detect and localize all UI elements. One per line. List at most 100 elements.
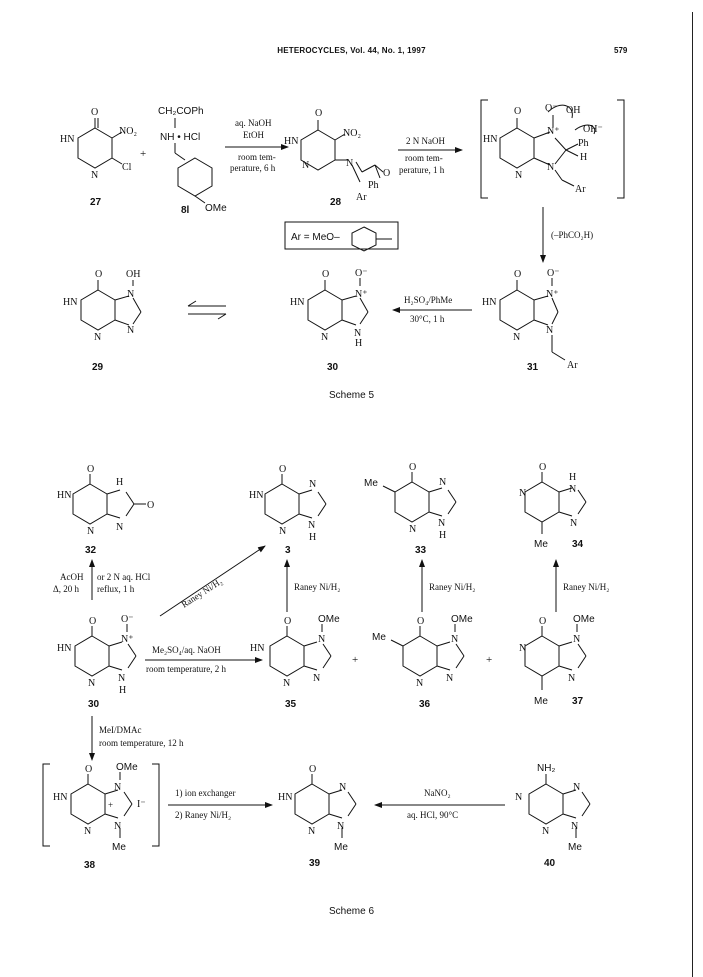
compound-34-number: 34 — [572, 539, 584, 550]
int-ring-n-label: N — [515, 170, 522, 181]
c38-iodide-label: I⁻ — [137, 799, 146, 810]
c37-oxo-label: O — [539, 616, 546, 627]
c33-h-label: H — [439, 530, 446, 541]
int-ph-label: Ph — [578, 138, 589, 149]
c28-ar-label: Ar — [356, 192, 367, 203]
journal-title: HETEROCYCLES, Vol. 44, No. 1, 1997 — [277, 46, 426, 55]
compound-39-number: 39 — [309, 858, 321, 869]
nano2-line1: NaNO₂ — [424, 788, 451, 798]
compound-30-number: 30 — [327, 362, 339, 373]
compound-3-structure — [264, 474, 327, 525]
arrow2-reagent-line2: room tem- — [405, 153, 443, 163]
c3-lower-n-label: N — [308, 520, 315, 531]
c36-n-label: N — [451, 634, 458, 645]
c37-upper-n-label: N — [519, 643, 526, 654]
scheme-5-caption: Scheme 5 — [328, 390, 375, 401]
c31-ring-n-label: N — [513, 332, 520, 343]
c30-o-minus-label: O⁻ — [355, 268, 368, 279]
c30s6-n-plus-label: N⁺ — [121, 634, 134, 645]
c37-ome-label: OMe — [573, 614, 595, 625]
me2so4-line2: room temperature, 2 h — [146, 664, 226, 674]
c39-n-label: N — [339, 782, 346, 793]
c30s6-hn-label: HN — [57, 643, 71, 654]
c30-oxo-label: O — [322, 269, 329, 280]
hcl-line1: or 2 N aq. HCl — [97, 572, 151, 582]
arrow1-reagent-line2: EtOH — [243, 130, 264, 140]
int-hn-label: HN — [483, 134, 497, 145]
c31-oxo-label: O — [514, 269, 521, 280]
c28-oxo-label: O — [315, 108, 322, 119]
c8l-nh-hcl-label: NH • HCl — [160, 132, 200, 143]
c38-lower-n-label: N — [114, 821, 121, 832]
c32-ring-n-label: N — [87, 526, 94, 537]
c8l-ch2coph-label: CH₂COPh — [158, 106, 204, 117]
c28-ketone-o-label: O — [383, 168, 390, 179]
c38-me-label: Me — [112, 842, 126, 853]
c35-ome-label: OMe — [318, 614, 340, 625]
intermediate-bracket — [480, 99, 625, 199]
c31-o-minus-label: O⁻ — [547, 268, 560, 279]
c34-oxo-label: O — [539, 462, 546, 473]
c3-h-label: H — [309, 532, 316, 543]
c38-n-label: N — [114, 782, 121, 793]
arrow2-reagent-line1: 2 N NaOH — [406, 136, 445, 146]
c35-oxo-label: O — [284, 616, 291, 627]
int-oh-minus-label: OH⁻ — [583, 124, 603, 135]
arrow4-reagent-line1: H₂SO₄/PhMe — [404, 295, 452, 305]
c27-nitro-label: NO₂ — [119, 126, 137, 137]
c30s6-o-minus-label: O⁻ — [121, 614, 134, 625]
compound-40-structure — [528, 774, 591, 838]
c32-hn-label: HN — [57, 490, 71, 501]
equilibrium-arrows — [187, 300, 227, 320]
compound-31-structure — [499, 278, 566, 361]
c33-oxo-label: O — [409, 462, 416, 473]
arrow1-reagent-line1: aq. NaOH — [235, 118, 272, 128]
c33-lower-n-label: N — [438, 518, 445, 529]
compound-33-structure — [382, 472, 457, 523]
page-number: 579 — [614, 46, 628, 55]
c40-me-label: Me — [568, 842, 582, 853]
c3-hn-label: HN — [249, 490, 263, 501]
c30-n-plus-label: N⁺ — [355, 289, 368, 300]
c38-hn-label: HN — [53, 792, 67, 803]
c40-n-label: N — [573, 782, 580, 793]
c27-n-label: N — [91, 170, 98, 181]
compound-27-structure — [77, 118, 123, 169]
compound-40-number: 40 — [544, 858, 556, 869]
c28-hn-label: HN — [284, 136, 298, 147]
compound-38-number: 38 — [84, 860, 96, 871]
c29-n-label: N — [127, 289, 134, 300]
raney-label-36: Raney Ni/H₂ — [429, 582, 475, 592]
compound-27-number: 27 — [90, 197, 102, 208]
c8l-ome-label: OMe — [205, 203, 227, 214]
diagonal-raney-label: Raney Ni/H₂ — [180, 576, 224, 610]
int-o-minus-label: O⁻ — [545, 103, 558, 114]
compound-35-structure — [269, 624, 332, 677]
c27-hn-label: HN — [60, 134, 74, 145]
c36-ring-n-label: N — [416, 678, 423, 689]
int-ar-label: Ar — [575, 184, 586, 195]
page-edge-rule — [692, 12, 693, 977]
c32-carbonyl-o-label: O — [147, 500, 154, 511]
scheme-6-caption: Scheme 6 — [328, 906, 375, 917]
c36-me-label: Me — [372, 632, 386, 643]
c39-me-label: Me — [334, 842, 348, 853]
c30-ring-n-label: N — [321, 332, 328, 343]
c33-ring-n-label: N — [409, 524, 416, 535]
compound-29-number: 29 — [92, 362, 104, 373]
compound-34-structure — [524, 472, 587, 534]
c36-oxo-label: O — [417, 616, 424, 627]
c34-lower-n-label: N — [570, 518, 577, 529]
c30-h-label: H — [355, 338, 362, 349]
c40-upper-n-label: N — [515, 792, 522, 803]
mei-line1: MeI/DMAc — [99, 725, 142, 735]
c40-nh2-label: NH₂ — [537, 763, 555, 774]
c31-n-label: N — [546, 325, 553, 336]
c35-lower-n-label: N — [313, 673, 320, 684]
c38-ome-label: OMe — [116, 762, 138, 773]
ar-benzene-ring — [351, 226, 392, 252]
c31-n-plus-label: N⁺ — [546, 289, 559, 300]
arrow3-reagent: (–PhCO₂H) — [551, 230, 593, 240]
c28-amine-n-label: N — [346, 158, 353, 169]
